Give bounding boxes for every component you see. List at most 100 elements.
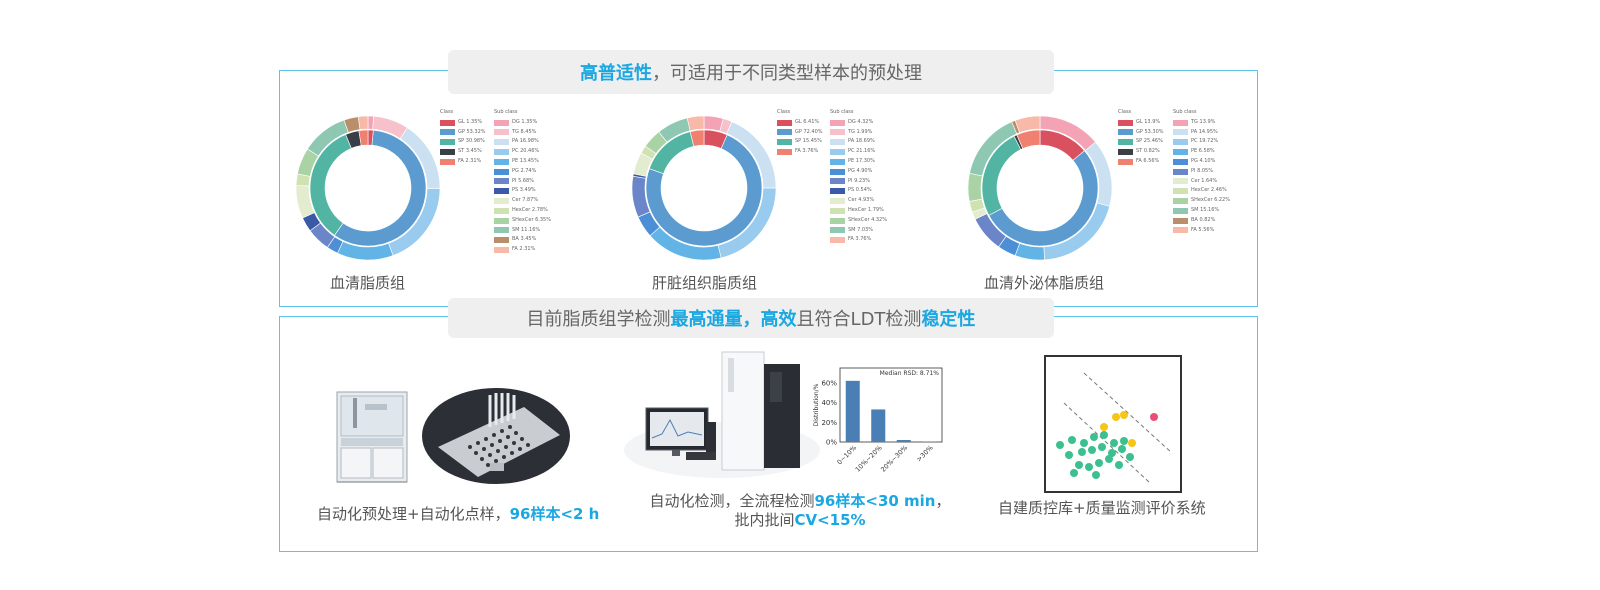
- automation-workstation-image: [336, 391, 408, 483]
- subclass-2-legend-label: FA 5.56%: [1191, 226, 1215, 233]
- subclass-2-legend-label: PC 19.72%: [1191, 138, 1219, 145]
- class-ring-0-slice-4: [358, 129, 369, 146]
- rsd-bar-2: [896, 440, 911, 442]
- subclass-0-legend-label: PS 3.49%: [512, 187, 536, 194]
- y-tick-label: 0%: [826, 439, 837, 447]
- automation-caption-text: 自动化预处理+自动化点样，: [317, 505, 510, 523]
- subclass-1-legend-item: HexCer 1.79%: [830, 206, 887, 216]
- class-2-legend-header: Class: [1118, 109, 1132, 115]
- subclass-2-legend-swatch: [1173, 207, 1188, 214]
- subclass-0-legend-item: PE 13.45%: [494, 157, 551, 167]
- exosome-caption: 血清外泌体脂质组: [984, 274, 1105, 292]
- qc-point-green: [1070, 469, 1078, 477]
- subclass-2-legend-header: Sub class: [1173, 109, 1197, 115]
- serum-caption: 血清脂质组: [330, 274, 406, 292]
- subclass-0-legend-swatch: [494, 247, 509, 254]
- class-0-legend-item: GP 53.32%: [440, 128, 486, 138]
- class-2-legend-swatch: [1118, 119, 1133, 126]
- subclass-0-legend-item: BA 3.45%: [494, 235, 551, 245]
- subclass-2-legend-item: PI 8.05%: [1173, 167, 1230, 177]
- subclass-0-legend-swatch: [494, 129, 509, 136]
- detection-caption-comma: ，: [935, 492, 951, 510]
- subclass-0-legend-item: PG 2.74%: [494, 167, 551, 177]
- subclass-1-legend-swatch: [830, 237, 845, 244]
- subclass-0-legend-label: PC 20.46%: [512, 148, 540, 155]
- detection-caption-text-2: 批内批间: [734, 511, 795, 529]
- class-2-legend-swatch: [1118, 149, 1133, 156]
- qc-point-green: [1118, 445, 1126, 453]
- qc-point-red: [1150, 413, 1158, 421]
- qc-point-yellow: [1112, 413, 1120, 421]
- rsd-bar-0: [845, 380, 860, 442]
- subclass-1-legend-swatch: [830, 139, 845, 146]
- qc-point-green: [1088, 446, 1096, 454]
- qc-point-green: [1078, 448, 1086, 456]
- subclass-0-legend-swatch: [494, 227, 509, 234]
- automation-caption-highlight: 96样本<2 h: [509, 505, 600, 523]
- qc-point-green: [1095, 459, 1103, 467]
- qc-point-yellow: [1100, 423, 1108, 431]
- x-tick-label: 0~10%: [836, 444, 859, 467]
- subclass-1-legend-item: PA 18.69%: [830, 137, 887, 147]
- qc-caption: 自建质控库+质量监测评价系统: [998, 499, 1206, 517]
- qc-point-green: [1120, 437, 1128, 445]
- subclass-1-legend-swatch: [830, 198, 845, 205]
- class-0-legend-swatch: [440, 149, 455, 156]
- subclass-2-legend-label: BA 0.82%: [1191, 216, 1216, 223]
- subclass-1-legend-label: SHexCer 4.32%: [848, 216, 887, 223]
- subclass-0-legend-swatch: [494, 149, 509, 156]
- subclass-2-legend-swatch: [1173, 217, 1188, 224]
- subclass-1-legend-item: Cer 4.93%: [830, 196, 887, 206]
- subclass-1-legend-item: PE 17.30%: [830, 157, 887, 167]
- qc-point-green: [1075, 461, 1083, 469]
- subclass-2-legend-item: PA 14.95%: [1173, 128, 1230, 138]
- top-banner-text: ，可适用于不同类型样本的预处理: [652, 63, 922, 84]
- subclass-2-legend-swatch: [1173, 227, 1188, 234]
- top-banner: 高普适性，可适用于不同类型样本的预处理: [448, 50, 1054, 94]
- class-2-legend-item: GP 53.30%: [1118, 128, 1164, 138]
- subclass-0-legend-item: SM 11.16%: [494, 226, 551, 236]
- subclass-1-legend-header: Sub class: [830, 109, 854, 115]
- class-ring-2-slice-4: [1016, 129, 1041, 149]
- detection-caption-text: 自动化检测，全流程检测: [649, 492, 815, 510]
- subclass-1-legend-item: DG 4.32%: [830, 118, 887, 128]
- bottom-banner-highlight-2: 稳定性: [921, 309, 976, 330]
- class-0-legend-header: Class: [440, 109, 454, 115]
- subclass-2-legend-item: PG 4.10%: [1173, 157, 1230, 167]
- subclass-0-legend-item: PI 5.68%: [494, 177, 551, 187]
- subclass-0-legend-swatch: [494, 207, 509, 214]
- qc-point-green: [1108, 449, 1116, 457]
- qc-point-green: [1080, 439, 1088, 447]
- subclass-0-legend-item: PC 20.46%: [494, 147, 551, 157]
- subclass-2-legend-label: SHexCer 6.22%: [1191, 197, 1230, 204]
- subclass-1-legend-label: TG 1.99%: [848, 128, 873, 135]
- subclass-1-legend-label: HexCer 1.79%: [848, 206, 884, 213]
- subclass-1-legend-swatch: [830, 227, 845, 234]
- subclass-2-legend-label: Cer 1.64%: [1191, 177, 1218, 184]
- class-1-legend-label: SP 15.45%: [795, 138, 822, 145]
- class-2-legend-item: SP 25.46%: [1118, 137, 1164, 147]
- subclass-2-legend-swatch: [1173, 158, 1188, 165]
- class-2-legend-item: ST 0.82%: [1118, 147, 1164, 157]
- subclass-0-legend-item: SHexCer 6.35%: [494, 216, 551, 226]
- sample-plate-image: [422, 388, 570, 484]
- subclass-1-legend-item: FA 3.76%: [830, 235, 887, 245]
- bottom-banner-text-2: 且符合LDT检测: [796, 309, 922, 330]
- y-tick-label: 60%: [821, 379, 837, 387]
- subclass-2-legend-item: Cer 1.64%: [1173, 177, 1230, 187]
- qc-point-green: [1105, 455, 1113, 463]
- subclass-2-legend-item: TG 13.9%: [1173, 118, 1230, 128]
- subclass-1-legend-item: SM 7.03%: [830, 226, 887, 236]
- subclass-2-legend-swatch: [1173, 198, 1188, 205]
- subclass-0-legend-label: PE 13.45%: [512, 157, 539, 164]
- subclass-0-legend-header: Sub class: [494, 109, 518, 115]
- subclass-0-legend-label: SM 11.16%: [512, 226, 541, 233]
- subclass-0-legend-swatch: [494, 217, 509, 224]
- subclass-0-legend-swatch: [494, 158, 509, 165]
- rsd-distribution-chart: 0%20%40%60%Median RSD: 8.71%Distribution…: [813, 367, 943, 472]
- subclass-2-legend-item: BA 0.82%: [1173, 216, 1230, 226]
- qc-point-green: [1085, 463, 1093, 471]
- subclass-1-legend-label: PA 18.69%: [848, 138, 875, 145]
